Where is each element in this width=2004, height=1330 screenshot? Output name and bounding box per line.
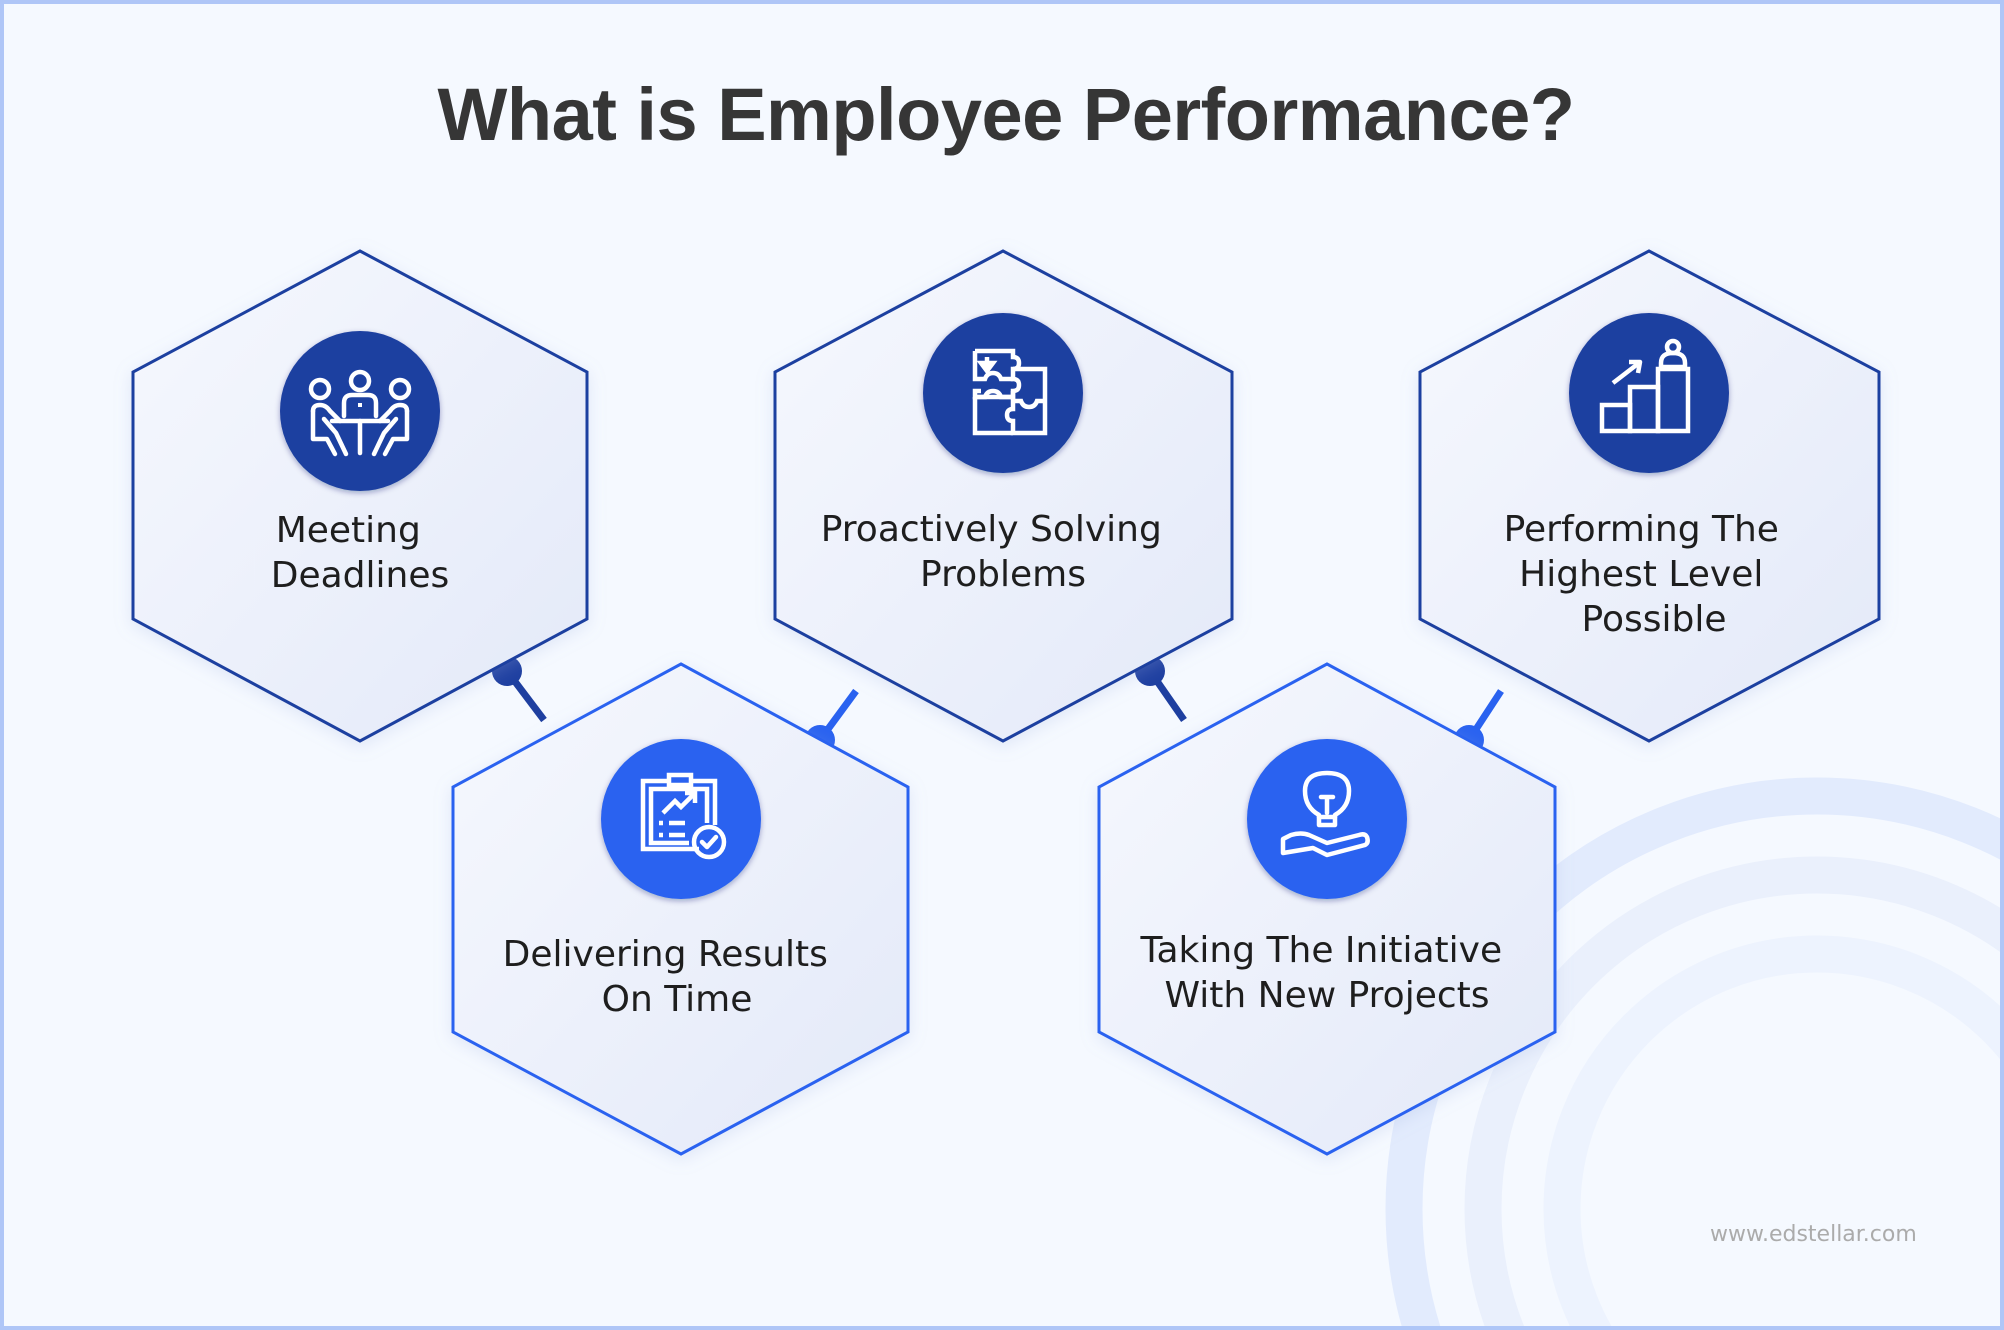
item-label: Performing The Highest Level Possible (1504, 509, 1791, 640)
hexagon-delivering-results: Delivering Results On Time (451, 662, 910, 1156)
item-label: Delivering Results On Time (503, 934, 840, 1020)
item-label: Meeting Deadlines (271, 510, 450, 596)
item-label: Proactively Solving Problems (821, 509, 1174, 595)
item-label: Taking The Initiative With New Projects (1139, 930, 1513, 1016)
hexagon-meeting-deadlines: Meeting Deadlines (131, 249, 589, 743)
puzzle-icon (972, 348, 1048, 436)
hexagon-proactively-solving-problems: Proactively Solving Problems (773, 249, 1234, 743)
clipboard-check-icon (640, 772, 727, 860)
icon-badge (601, 739, 761, 899)
decorative-rings (1385, 777, 2000, 1326)
website-watermark: www.edstellar.com (1710, 1222, 1917, 1247)
meeting-icon (308, 369, 412, 457)
lightbulb-hand-icon (1280, 770, 1370, 858)
icon-badge (1569, 313, 1729, 473)
icon-badge (280, 331, 440, 491)
hexagon-taking-initiative: Taking The Initiative With New Projects (1097, 662, 1557, 1156)
growth-stairs-icon (1599, 338, 1691, 434)
page-title: What is Employee Performance? (437, 73, 1575, 156)
hexagon-performing-highest-level: Performing The Highest Level Possible (1418, 249, 1881, 743)
icon-badge (923, 313, 1083, 473)
diagram-canvas: Meeting Deadlines Proactively Solving Pr… (131, 249, 2000, 1326)
